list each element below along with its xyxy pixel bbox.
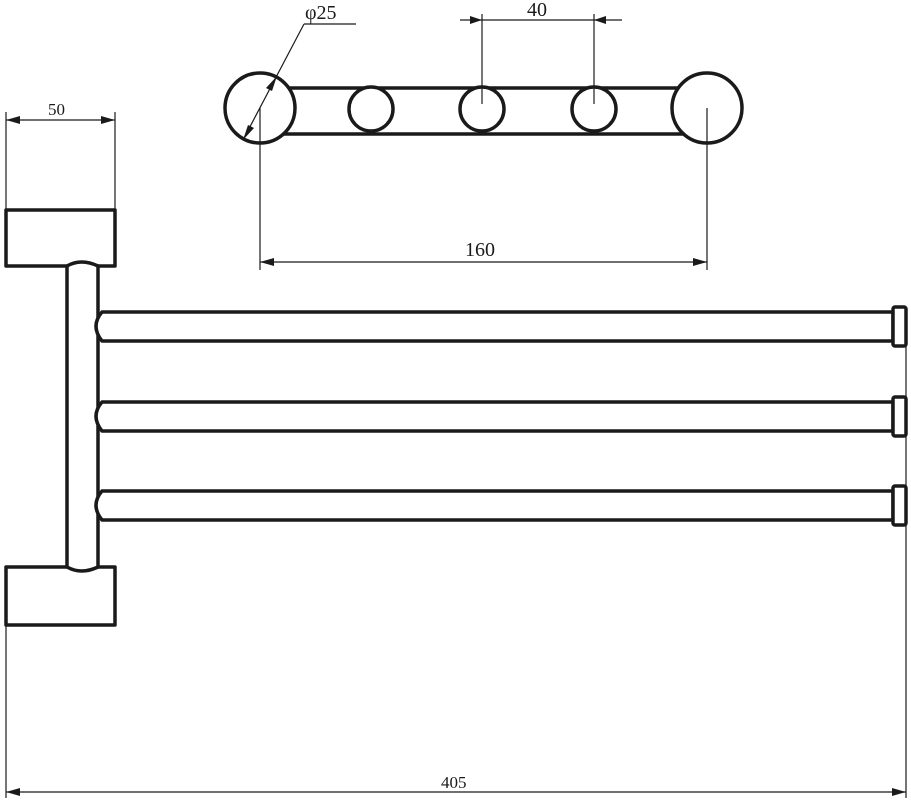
- diameter-arrow-bottom: [243, 125, 254, 140]
- diameter-dimension: φ25: [242, 2, 356, 141]
- swing-arm-1-bar: [94, 310, 895, 343]
- total-length-dimension: 405: [5, 346, 907, 798]
- total-length-arrow-right: [892, 788, 906, 796]
- swing-arm-1: [94, 305, 908, 348]
- top-length-dimension: 160: [259, 108, 708, 270]
- spacing-dimension: 40: [460, 0, 622, 104]
- swing-arm-1-end-cap: [891, 305, 908, 348]
- bracket-width-dimension: 50: [5, 100, 116, 210]
- bracket-width-label: 50: [48, 100, 65, 119]
- swing-arm-3-end-cap: [891, 484, 908, 527]
- swing-arm-2-end-cap: [891, 395, 908, 438]
- wall-bracket-top: [4, 208, 117, 268]
- total-length-label: 405: [441, 773, 467, 792]
- top-view: [223, 71, 744, 145]
- swing-arm-3: [94, 484, 908, 527]
- spacing-arrow-right: [594, 16, 606, 24]
- top-length-label: 160: [465, 239, 495, 261]
- top-length-arrow-right: [693, 258, 707, 266]
- wall-bracket-bottom: [4, 565, 117, 627]
- swing-arm-2: [94, 395, 908, 438]
- vertical-post: [65, 260, 100, 573]
- top-view-arm-pivot-1: [347, 85, 395, 133]
- bracket-width-arrow-right: [101, 116, 115, 124]
- spacing-arrow-left: [470, 16, 482, 24]
- spacing-label: 40: [527, 0, 547, 21]
- swing-arm-3-bar: [94, 489, 895, 522]
- top-length-arrow-left: [260, 258, 274, 266]
- front-view: [4, 208, 908, 627]
- bracket-width-arrow-left: [6, 116, 20, 124]
- diameter-label: φ25: [305, 2, 337, 24]
- diameter-arrow-top: [266, 76, 277, 91]
- swing-arm-2-bar: [94, 400, 895, 433]
- total-length-arrow-left: [6, 788, 20, 796]
